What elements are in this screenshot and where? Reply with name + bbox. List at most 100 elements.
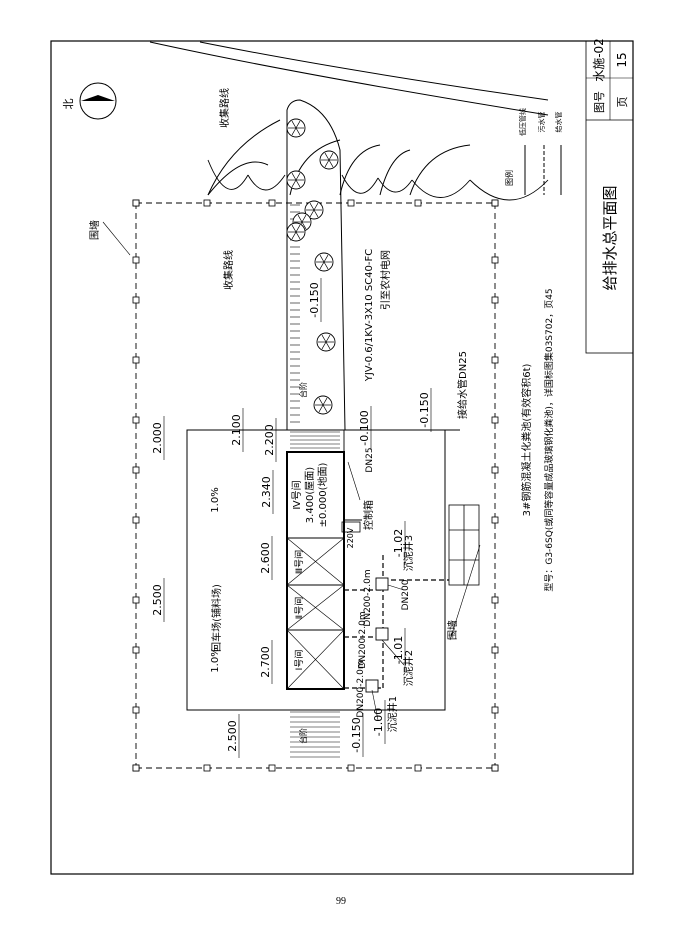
elevation-label: -0.150 [350,717,363,752]
drawing-no: 水施-02 [592,38,606,82]
fence-post [132,296,140,304]
tree-arcs [207,159,549,201]
well-1-label: 沉泥井1 [386,696,399,732]
fence-post [491,466,499,474]
elevation-label: -1.01 [392,636,405,664]
slope-2: 1.0% [210,647,221,672]
page-number: 99 [336,896,346,907]
manholes [365,577,389,693]
leader-lines [102,221,481,721]
tree-icon [319,150,339,170]
elevation-label: 2.100 [230,414,243,446]
legend-item-3: 给水管 [554,112,563,133]
fence-post [132,764,140,772]
title-block: 图号 水施-02 页 15 给排水总平面图 [585,38,634,354]
water-pipe [343,429,460,521]
fence-post [491,764,499,772]
fence-post [132,199,140,207]
stair-1-label: 台阶 [298,382,308,398]
drawing-title: 给排水总平面图 [601,185,619,290]
tree-icon [313,395,333,415]
north-label: 北 [62,99,75,110]
fence-post [347,764,355,772]
voltage-label: 220V [346,527,355,548]
stairs [290,431,340,758]
fence-post [491,646,499,654]
legend: 图例 低压管线 污水管 给水管 [504,108,563,195]
elevation-label: -0.150 [308,282,321,317]
fence-post [203,199,211,207]
drawing-no-label: 图号 [593,91,606,113]
fence-post [132,516,140,524]
tree-icon [314,252,334,272]
elevation-label: 2.600 [259,542,272,574]
dn25-label: DN25 [365,447,375,472]
fence-post [132,256,140,264]
cable-note: 引至农村电网 [379,250,392,310]
elevation-label: 2.700 [259,646,272,678]
fence-post [491,199,499,207]
fence-post [132,356,140,364]
room-2-label: Ⅱ号间 [293,597,305,619]
curved-road [149,41,549,196]
tree-icon [286,118,306,138]
fence-wall [132,199,499,772]
annotations: 围墙 围墙 收集路线 收集路线 YJV-0.6/1KV-3X10 SC40-FC… [88,88,555,744]
septic-tank [448,504,480,586]
dn200-label-c: DN200-2.0m [358,611,368,668]
yard-label: 回车场(铺料场) [210,584,223,652]
wall-bottom-label: 围墙 [446,620,459,640]
building [286,451,345,690]
fence-post [414,199,422,207]
fence-post [132,416,140,424]
fence-post [491,596,499,604]
fence-post [491,256,499,264]
legend-item-1: 低压管线 [518,108,527,136]
elevation-label: -0.100 [358,410,371,445]
fence-post [268,199,276,207]
turnaround-yard [186,429,446,711]
legend-item-2: 污水管 [537,112,546,133]
room-1-label: Ⅰ号间 [293,650,305,671]
page-no: 15 [615,52,629,67]
slope-1: 1.0% [210,487,221,512]
elevation-label: 2.340 [260,476,273,508]
supply-pipe-label: 接给水管DN25 [456,351,469,419]
room-3-label: Ⅲ号间 [293,550,305,574]
legend-title: 图例 [504,170,514,186]
page-label: 页 [616,97,629,108]
room-4-level-1: 3.400(屋面) [304,467,316,524]
road-label-2: 收集路线 [222,250,235,290]
elevation-label: 2.200 [263,424,276,456]
cable-label: YJV-0.6/1KV-3X10 SC40-FC [364,249,375,383]
elevation-label: 2.000 [151,422,164,454]
fence-post [491,706,499,714]
fence-post [491,516,499,524]
fence-post [132,706,140,714]
stair-2-label: 台阶 [298,728,308,744]
room-4-level-2: ±0.000(地面) [316,462,329,527]
outer-frame [50,40,634,875]
elevation-label: 2.500 [151,584,164,616]
tree-icon [286,170,306,190]
elevation-label: -1.00 [372,708,385,736]
fence-post [203,764,211,772]
septic-label: 3#钢筋混凝土化粪池(有效容积6t) [520,363,533,516]
fence-post [132,596,140,604]
fence-post [132,646,140,654]
tree-icon [304,200,324,220]
dn200-label-a: DN200 [401,579,411,610]
fence-post [491,416,499,424]
fence-post [414,764,422,772]
elevation-label: 2.500 [226,720,239,752]
fence-post [268,764,276,772]
tree-icon [286,222,306,242]
fence-post [347,199,355,207]
dn200-label-b: DN200-2.0m [363,569,373,626]
fence-post [491,296,499,304]
septic-note: 型号：G3-6SQ(或同等容量成品玻璃钢化粪池)，详国标图集03S702，页45 [543,288,555,591]
elevation-label: -0.150 [418,392,431,427]
fence-post [132,466,140,474]
elevation-labels: 2.000 2.100 2.200 2.340 2.600 2.700 2.500 2.500… [151,278,432,758]
